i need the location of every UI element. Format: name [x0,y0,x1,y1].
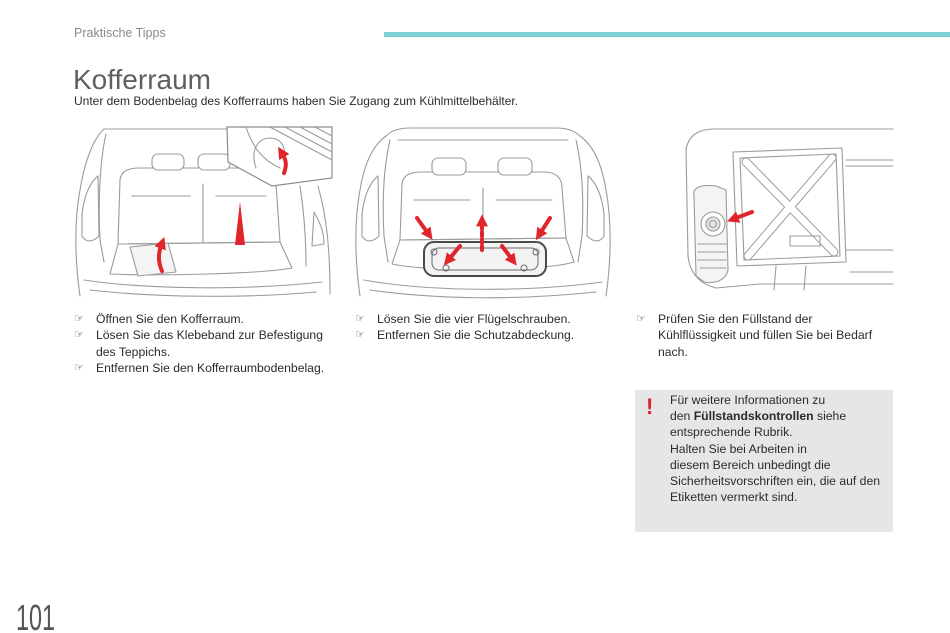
trunk-floor [109,241,293,277]
wing-screw-icon [532,248,540,256]
steps-column-1: Öffnen Sie den Kofferraum. Lösen Sie das… [74,311,327,376]
note-line: den Füllstandskontrollen siehe [670,408,880,424]
coolant-reservoir [693,184,729,284]
note-text: Für weitere Informationen zu den Füllsta… [670,392,880,505]
note-line: entsprechende Rubrik. [670,425,793,440]
red-arrows [415,214,552,266]
section-title: Praktische Tipps [74,26,166,40]
step-text: Entfernen Sie die Schutzabdeckung. [377,328,575,343]
step-text: Entfernen Sie den Kofferraumbodenbelag. [96,360,325,375]
red-arrow-icon [415,216,433,240]
step-text: Lösen Sie das Klebeband zur Befestigung … [96,328,323,359]
red-arrow-icon [500,244,517,266]
pointing-hand-icon [636,311,658,327]
header-accent-bar [384,32,950,37]
illustration-trunk-floor-lifted [75,126,333,297]
illustration-trunk-cover-screws [355,127,611,299]
red-pointer-icon [235,202,245,245]
pointing-hand-icon [74,327,96,343]
page-number: 101 [16,598,56,633]
red-arrow-icon [535,216,552,241]
info-note-box: ! Für weitere Informationen zu den Fülls… [635,390,893,532]
note-line: Sicherheitsvorschriften ein, die auf den [670,474,881,489]
red-arrow-icon [443,244,462,266]
note-line: Für weitere Informationen zu [670,393,826,407]
intro-text: Unter dem Bodenbelag des Kofferraums hab… [74,94,519,108]
pointing-hand-icon [355,311,377,327]
compartment-frame [685,128,894,291]
note-line-part: siehe [813,409,847,424]
step-item: Entfernen Sie die Schutzabdeckung. [355,327,608,343]
exclamation-icon: ! [646,394,654,419]
step-text: Prüfen Sie den Füllstand der Kühlflüssig… [658,312,873,359]
step-item: Lösen Sie das Klebeband zur Befestigung … [74,327,327,360]
note-line: diesem Bereich unbedingt die [670,457,831,472]
step-text: Öffnen Sie den Kofferraum. [96,312,244,326]
car-rear-outline [75,128,331,297]
steps-column-2: Lösen Sie die vier Flügelschrauben. Entf… [355,311,608,344]
pointing-hand-icon [74,360,96,376]
wing-screw-icon [520,264,528,272]
illustration-coolant-reservoir [685,128,894,291]
access-panel [732,147,847,267]
pointing-hand-icon [74,311,96,327]
step-item: Lösen Sie die vier Flügelschrauben. [355,311,608,327]
page-number-area: 101 [16,598,76,633]
car-rear-outline [355,127,611,299]
note-line: Halten Sie bei Arbeiten in [670,441,807,456]
wing-screw-icon [430,248,438,256]
page-title: Kofferraum [73,64,211,95]
step-item: Entfernen Sie den Kofferraumbodenbelag. [74,360,327,376]
inset-carpet-detail [226,126,333,187]
note-line-part: den [670,409,694,424]
note-line: Etiketten vermerkt sind. [670,490,798,505]
step-item: Öffnen Sie den Kofferraum. [74,311,327,327]
pointing-hand-icon [355,327,377,343]
note-keyword: Füllstandskontrollen [693,409,814,424]
protective-cover [423,241,547,277]
red-arrow-icon [154,237,166,273]
rear-seat [399,157,567,241]
step-text: Lösen Sie die vier Flügelschrauben. [377,312,571,326]
step-item: Prüfen Sie den Füllstand der Kühlflüssig… [636,311,889,360]
red-arrow-icon [727,210,754,223]
steps-column-3: Prüfen Sie den Füllstand der Kühlflüssig… [636,311,889,360]
